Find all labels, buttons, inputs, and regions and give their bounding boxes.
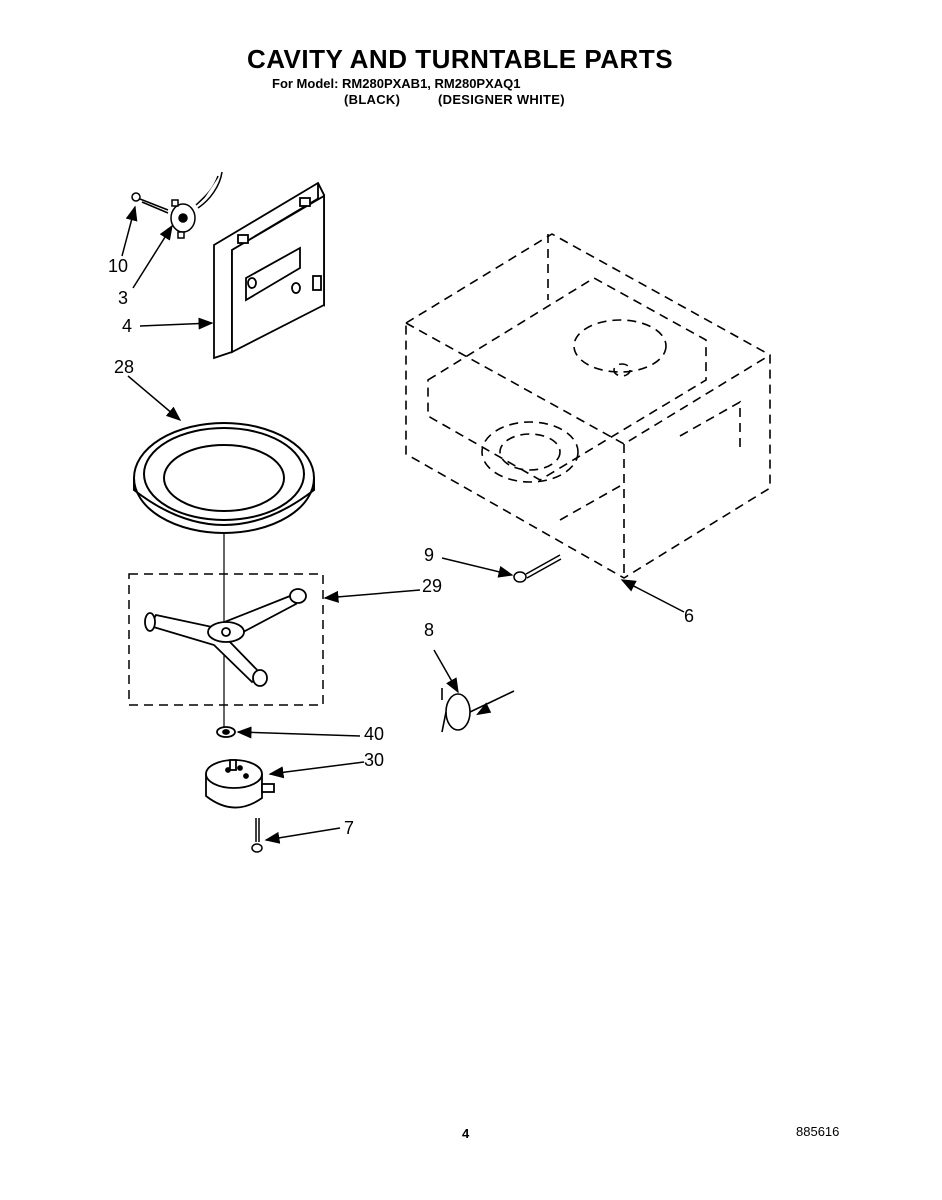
leader-7: [264, 827, 341, 844]
roller-support-part-29: [144, 588, 307, 687]
leader-28: [127, 375, 182, 421]
leader-9: [441, 557, 514, 578]
cavity-part-6: [405, 233, 771, 579]
callout-29: 29: [422, 576, 443, 596]
variant-black-label: (BLACK): [344, 92, 401, 107]
screw-part-9: [513, 554, 562, 583]
callout-10: 10: [108, 256, 129, 276]
leader-6: [620, 579, 685, 613]
callout-9: 9: [424, 545, 435, 565]
leader-29: [323, 589, 421, 603]
callout-30: 30: [364, 750, 385, 770]
leader-10: [121, 205, 138, 257]
document-number: 885616: [796, 1124, 840, 1139]
thermal-cutout-part-3: [170, 171, 223, 239]
page-number: 4: [462, 1126, 470, 1141]
callout-4: 4: [122, 316, 133, 336]
callout-40: 40: [364, 724, 385, 744]
leader-3: [132, 224, 173, 289]
callout-6: 6: [684, 606, 695, 626]
leader-8: [433, 649, 459, 694]
roller-support-box: [128, 573, 324, 706]
thermal-fuse-part-8: [441, 688, 515, 733]
washer-part-40: [216, 726, 236, 738]
leader-lines: [121, 205, 685, 844]
callout-3: 3: [118, 288, 129, 308]
screw-part-7: [251, 818, 263, 853]
variant-white-label: (DESIGNER WHITE): [438, 92, 565, 107]
leader-40: [236, 726, 361, 739]
motor-part-30: [205, 759, 275, 809]
page-title: CAVITY AND TURNTABLE PARTS: [246, 44, 674, 74]
callout-28: 28: [114, 357, 135, 377]
model-line: For Model: RM280PXAB1, RM280PXAQ1: [272, 76, 521, 91]
callout-7: 7: [344, 818, 355, 838]
bracket-part-4: [213, 181, 326, 360]
screw-part-10: [131, 192, 169, 214]
callout-8: 8: [424, 620, 435, 640]
leader-4: [139, 317, 214, 330]
turntable-tray-part-28: [133, 422, 315, 534]
leader-30: [268, 761, 365, 779]
